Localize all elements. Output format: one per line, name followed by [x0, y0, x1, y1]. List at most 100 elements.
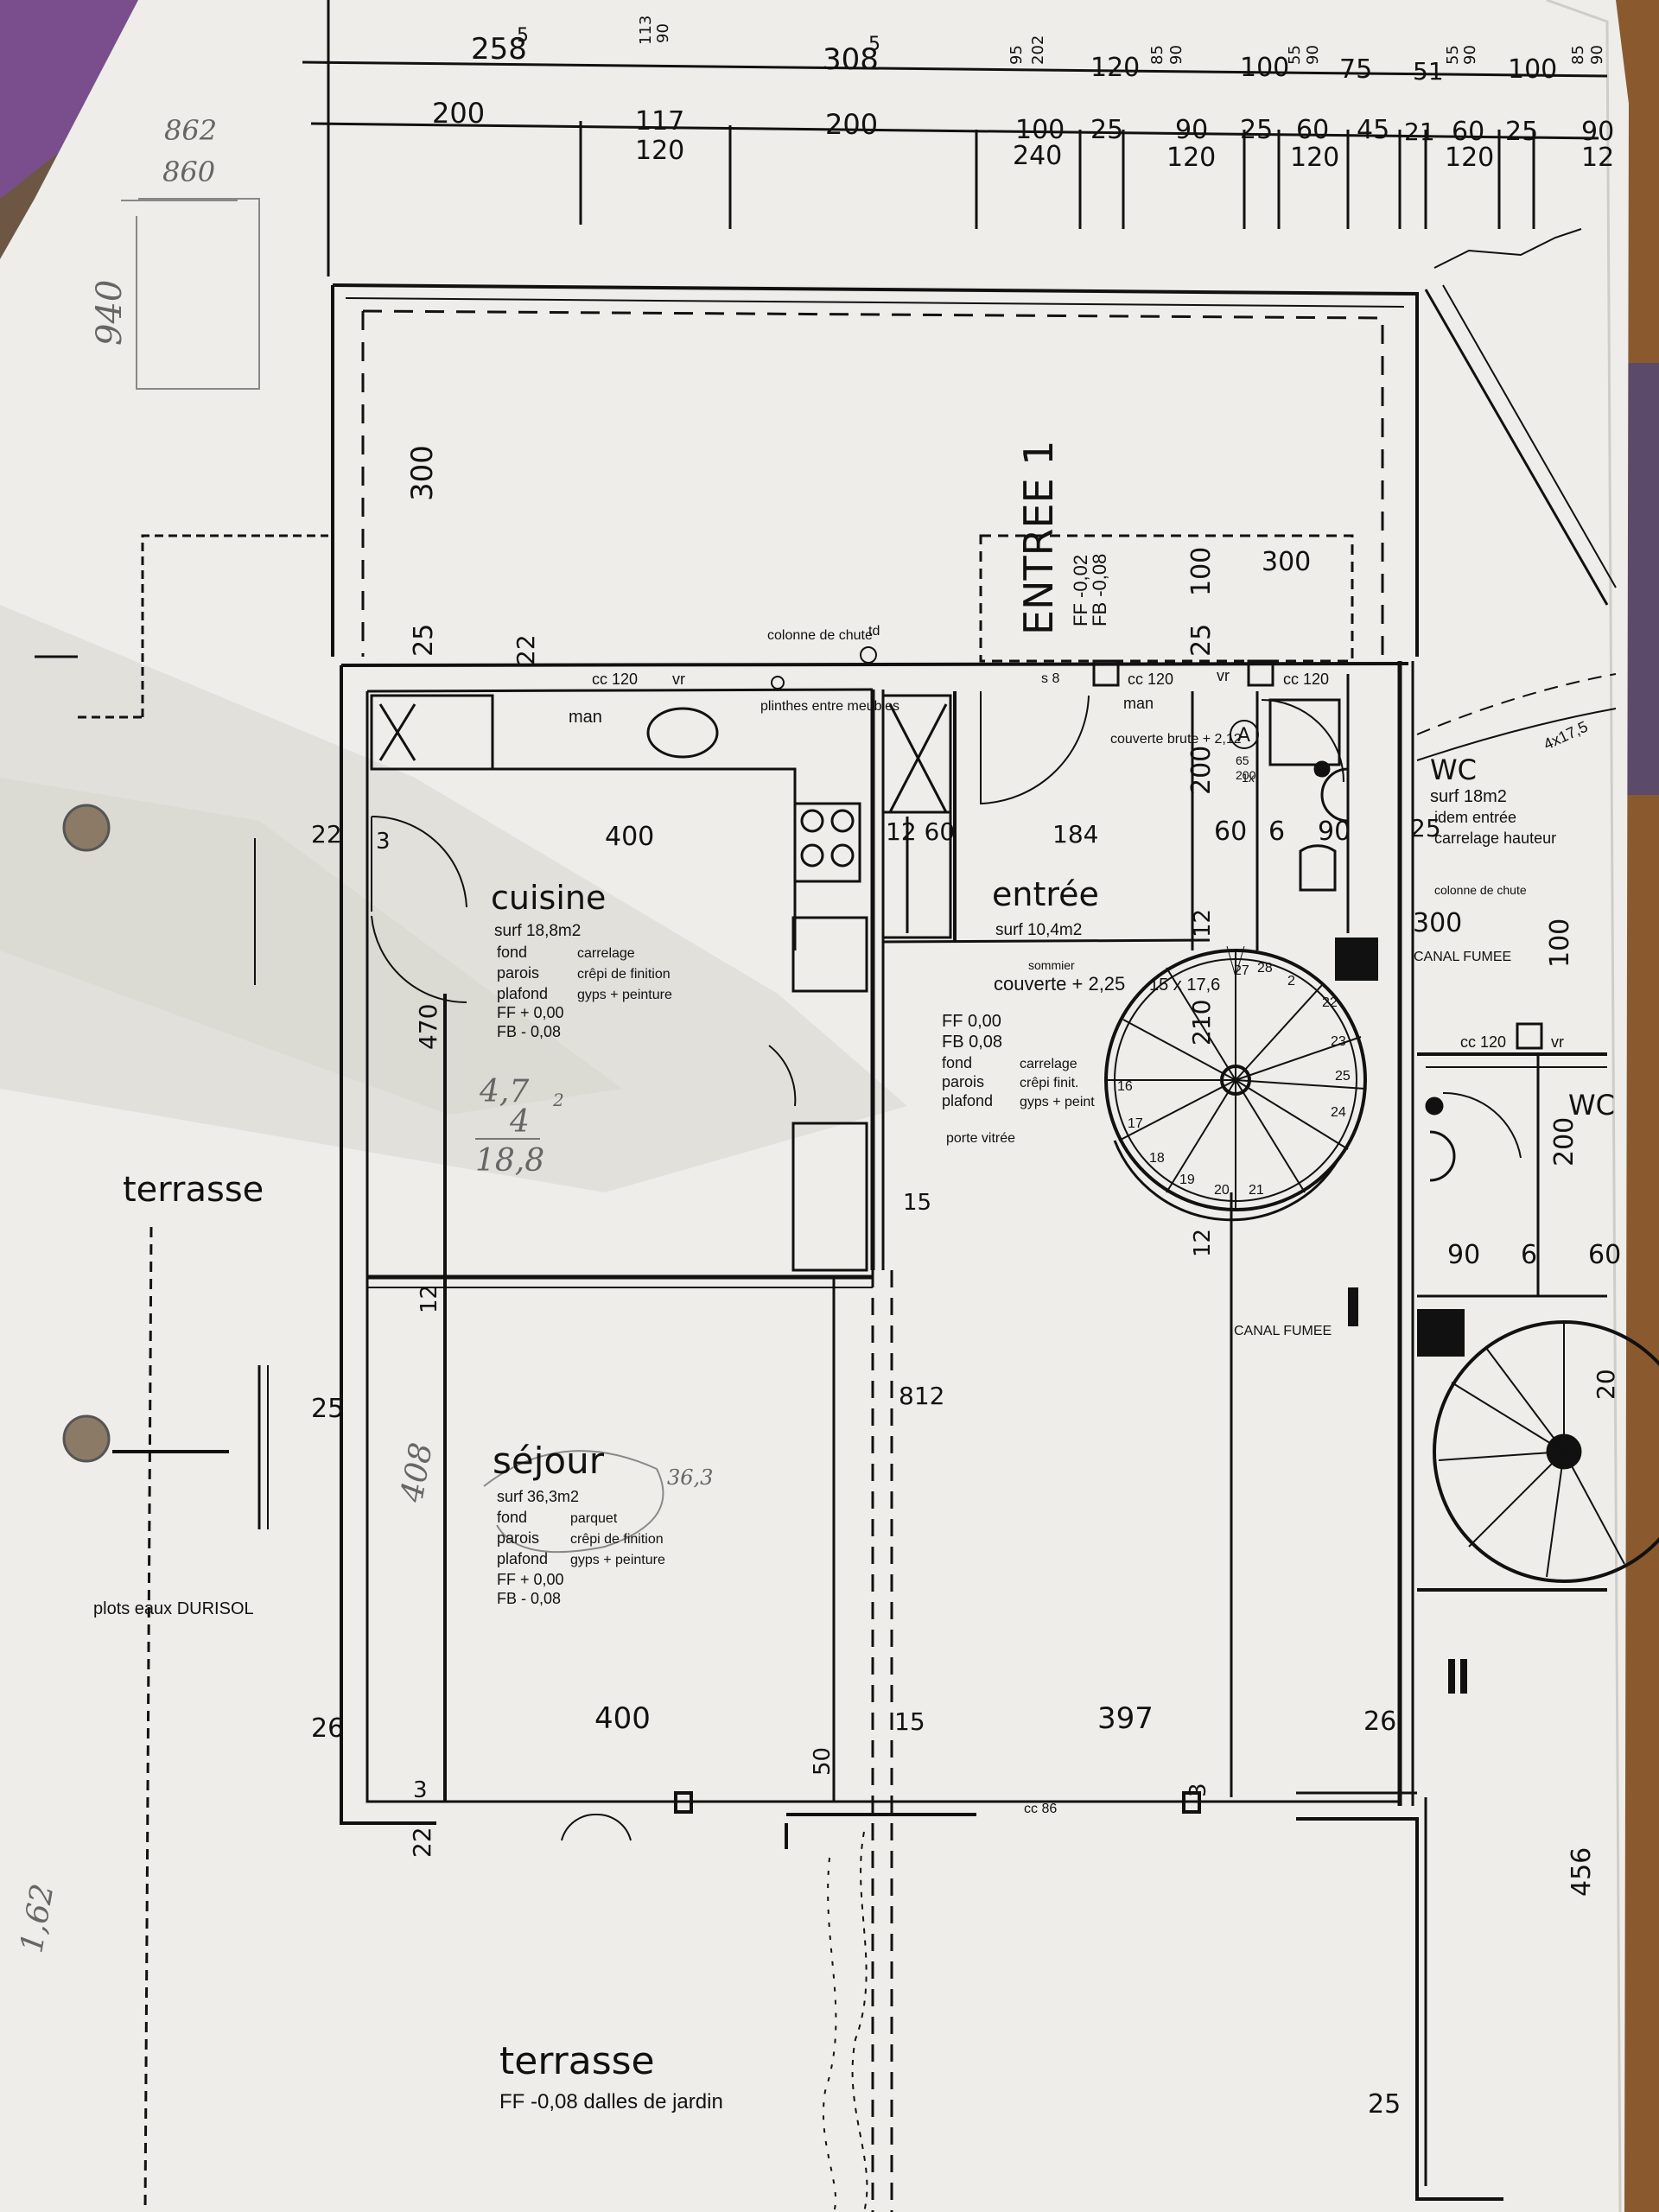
hand-860: 860	[162, 156, 215, 188]
dim-90-a: 90	[1318, 817, 1351, 847]
top-dims-row1: 258 5 113 90 308 5 95 202 120 85 90 100 …	[471, 16, 1606, 86]
dim-100a: 100	[1240, 53, 1289, 83]
dim-12-c: 12	[416, 1285, 442, 1313]
cuisine-title: cuisine	[491, 879, 606, 917]
svg-text:21: 21	[1249, 1183, 1264, 1198]
terrasse-bottom: terrasse	[499, 2039, 655, 2083]
dim-90c: 90	[1304, 45, 1322, 65]
dim-kk: 1x	[1242, 771, 1255, 785]
dim-12-a: 12	[1190, 909, 1216, 938]
dim-120a: 120	[1090, 53, 1140, 83]
entree-sommier: sommier	[1028, 958, 1075, 972]
dim-60-b: 60	[1588, 1240, 1621, 1270]
cuisine-fb: FB - 0,08	[497, 1023, 561, 1040]
svg-text:24: 24	[1331, 1105, 1346, 1120]
entree-couverte: couverte + 2,25	[994, 973, 1125, 995]
vr-a: vr	[672, 671, 685, 688]
dim-50: 50	[810, 1747, 836, 1776]
svg-text:27: 27	[1234, 963, 1249, 978]
svg-text:25: 25	[1335, 1069, 1351, 1084]
dim-25a: 25	[1090, 115, 1123, 145]
entree-fb: FB 0,08	[942, 1033, 1002, 1052]
cuisine-surf: surf 18,8m2	[494, 922, 581, 940]
dim-300-entree: 300	[1262, 547, 1311, 577]
man-label: man	[569, 708, 602, 727]
sejour-dim-400: 400	[594, 1701, 651, 1736]
dim-258: 258	[471, 32, 527, 67]
roof-diagonal	[1416, 228, 1617, 761]
terrace-boundary	[35, 534, 328, 2212]
dim-sup5: 5	[517, 25, 529, 47]
dim-90e: 90	[1588, 45, 1606, 65]
spiral-staircase	[1104, 945, 1367, 1222]
svg-text:18: 18	[1149, 1151, 1165, 1166]
hand-calc-a: 4,7	[479, 1074, 529, 1109]
entree-parois-v: crêpi finit.	[1020, 1076, 1078, 1090]
dim-51: 51	[1413, 57, 1444, 86]
entree1-label: ENTREE 1 FF -0,02 FB -0,08	[1015, 440, 1110, 635]
sejour-fond-v: parquet	[570, 1511, 618, 1526]
dim-6-b: 6	[1521, 1240, 1537, 1270]
sejour-surf: surf 36,3m2	[497, 1488, 579, 1505]
canal-fumee-2: CANAL FUMEE	[1234, 1324, 1332, 1338]
plan-dims: 300 300 300 100 100 25 25 25 25 25 22 22…	[311, 445, 1621, 2120]
stair-dim: 15 x 17,6	[1149, 976, 1220, 995]
spiral-staircase-2	[1433, 1320, 1659, 1583]
room-cuisine: 400 cuisine surf 18,8m2 fond carrelage p…	[491, 822, 672, 1040]
dim-75: 75	[1339, 54, 1372, 85]
sejour-dim-397: 397	[1097, 1701, 1154, 1736]
svg-text:17: 17	[1128, 1116, 1143, 1131]
wc-a: A	[1237, 725, 1250, 747]
dim-12: 12	[1581, 143, 1614, 173]
cuisine-ff: FF + 0,00	[497, 1004, 564, 1021]
cuisine-fond-v: carrelage	[577, 946, 635, 961]
dim-200-b: 200	[1549, 1117, 1580, 1166]
vr-c: vr	[1551, 1033, 1564, 1051]
dim-456: 456	[1567, 1847, 1597, 1897]
dim-3-a: 3	[376, 829, 391, 855]
sejour-fb: FB - 0,08	[497, 1590, 561, 1607]
dim-25-e: 25	[1368, 2089, 1401, 2120]
dim-85: 85	[1148, 45, 1166, 65]
couverte-brute: couverte brute + 2,12	[1110, 732, 1242, 747]
dim-25-b: 25	[1186, 624, 1217, 657]
entree-surf: surf 10,4m2	[995, 921, 1082, 939]
dim-100c: 100	[1015, 115, 1065, 145]
dim-45: 45	[1357, 115, 1389, 145]
vr-b: vr	[1217, 667, 1230, 684]
cuisine-parois-v: crêpi de finition	[577, 967, 671, 982]
sejour-parois-k: parois	[497, 1529, 539, 1547]
dim-15-a: 15	[903, 1190, 931, 1216]
cc86: cc 86	[1024, 1802, 1057, 1816]
cc120-d: cc 120	[1460, 1033, 1506, 1051]
dim-90a: 90	[654, 23, 672, 43]
dim-25-a: 25	[409, 624, 439, 657]
entree-plafond-k: plafond	[942, 1092, 993, 1109]
wc-idem: idem entrée	[1434, 809, 1516, 826]
man-label-2: man	[1123, 695, 1154, 712]
dim-100-a: 100	[1186, 547, 1217, 596]
cc120-b: cc 120	[1128, 671, 1173, 688]
dim-300-vert: 300	[405, 445, 440, 501]
dim-113: 113	[637, 16, 655, 45]
dim-6-a: 6	[1268, 817, 1285, 847]
punch-hole-top	[62, 804, 111, 852]
entree-fond-k: fond	[942, 1054, 972, 1071]
s8-label: s 8	[1041, 671, 1059, 686]
cc120-a: cc 120	[592, 671, 638, 688]
hand-940: 940	[90, 280, 130, 346]
dim-1260: 12 60	[886, 817, 955, 846]
top-dimension-lines	[302, 0, 1608, 276]
dim-202: 202	[1029, 35, 1047, 65]
wc-carrelage: carrelage hauteur	[1434, 830, 1556, 847]
hand-sejour-area: 36,3	[667, 1465, 713, 1490]
svg-text:28: 28	[1257, 961, 1273, 976]
svg-text:16: 16	[1117, 1079, 1133, 1094]
dim-26-b: 26	[1363, 1707, 1396, 1737]
dim-85b: 85	[1569, 45, 1587, 65]
dim-25b: 25	[1240, 115, 1273, 145]
cuisine-dim: 400	[605, 822, 654, 852]
entree-plafond-v: gyps + peint	[1020, 1095, 1095, 1109]
hand-calc-c: 18,8	[475, 1143, 544, 1179]
dim-3-b: 3	[413, 1777, 428, 1803]
